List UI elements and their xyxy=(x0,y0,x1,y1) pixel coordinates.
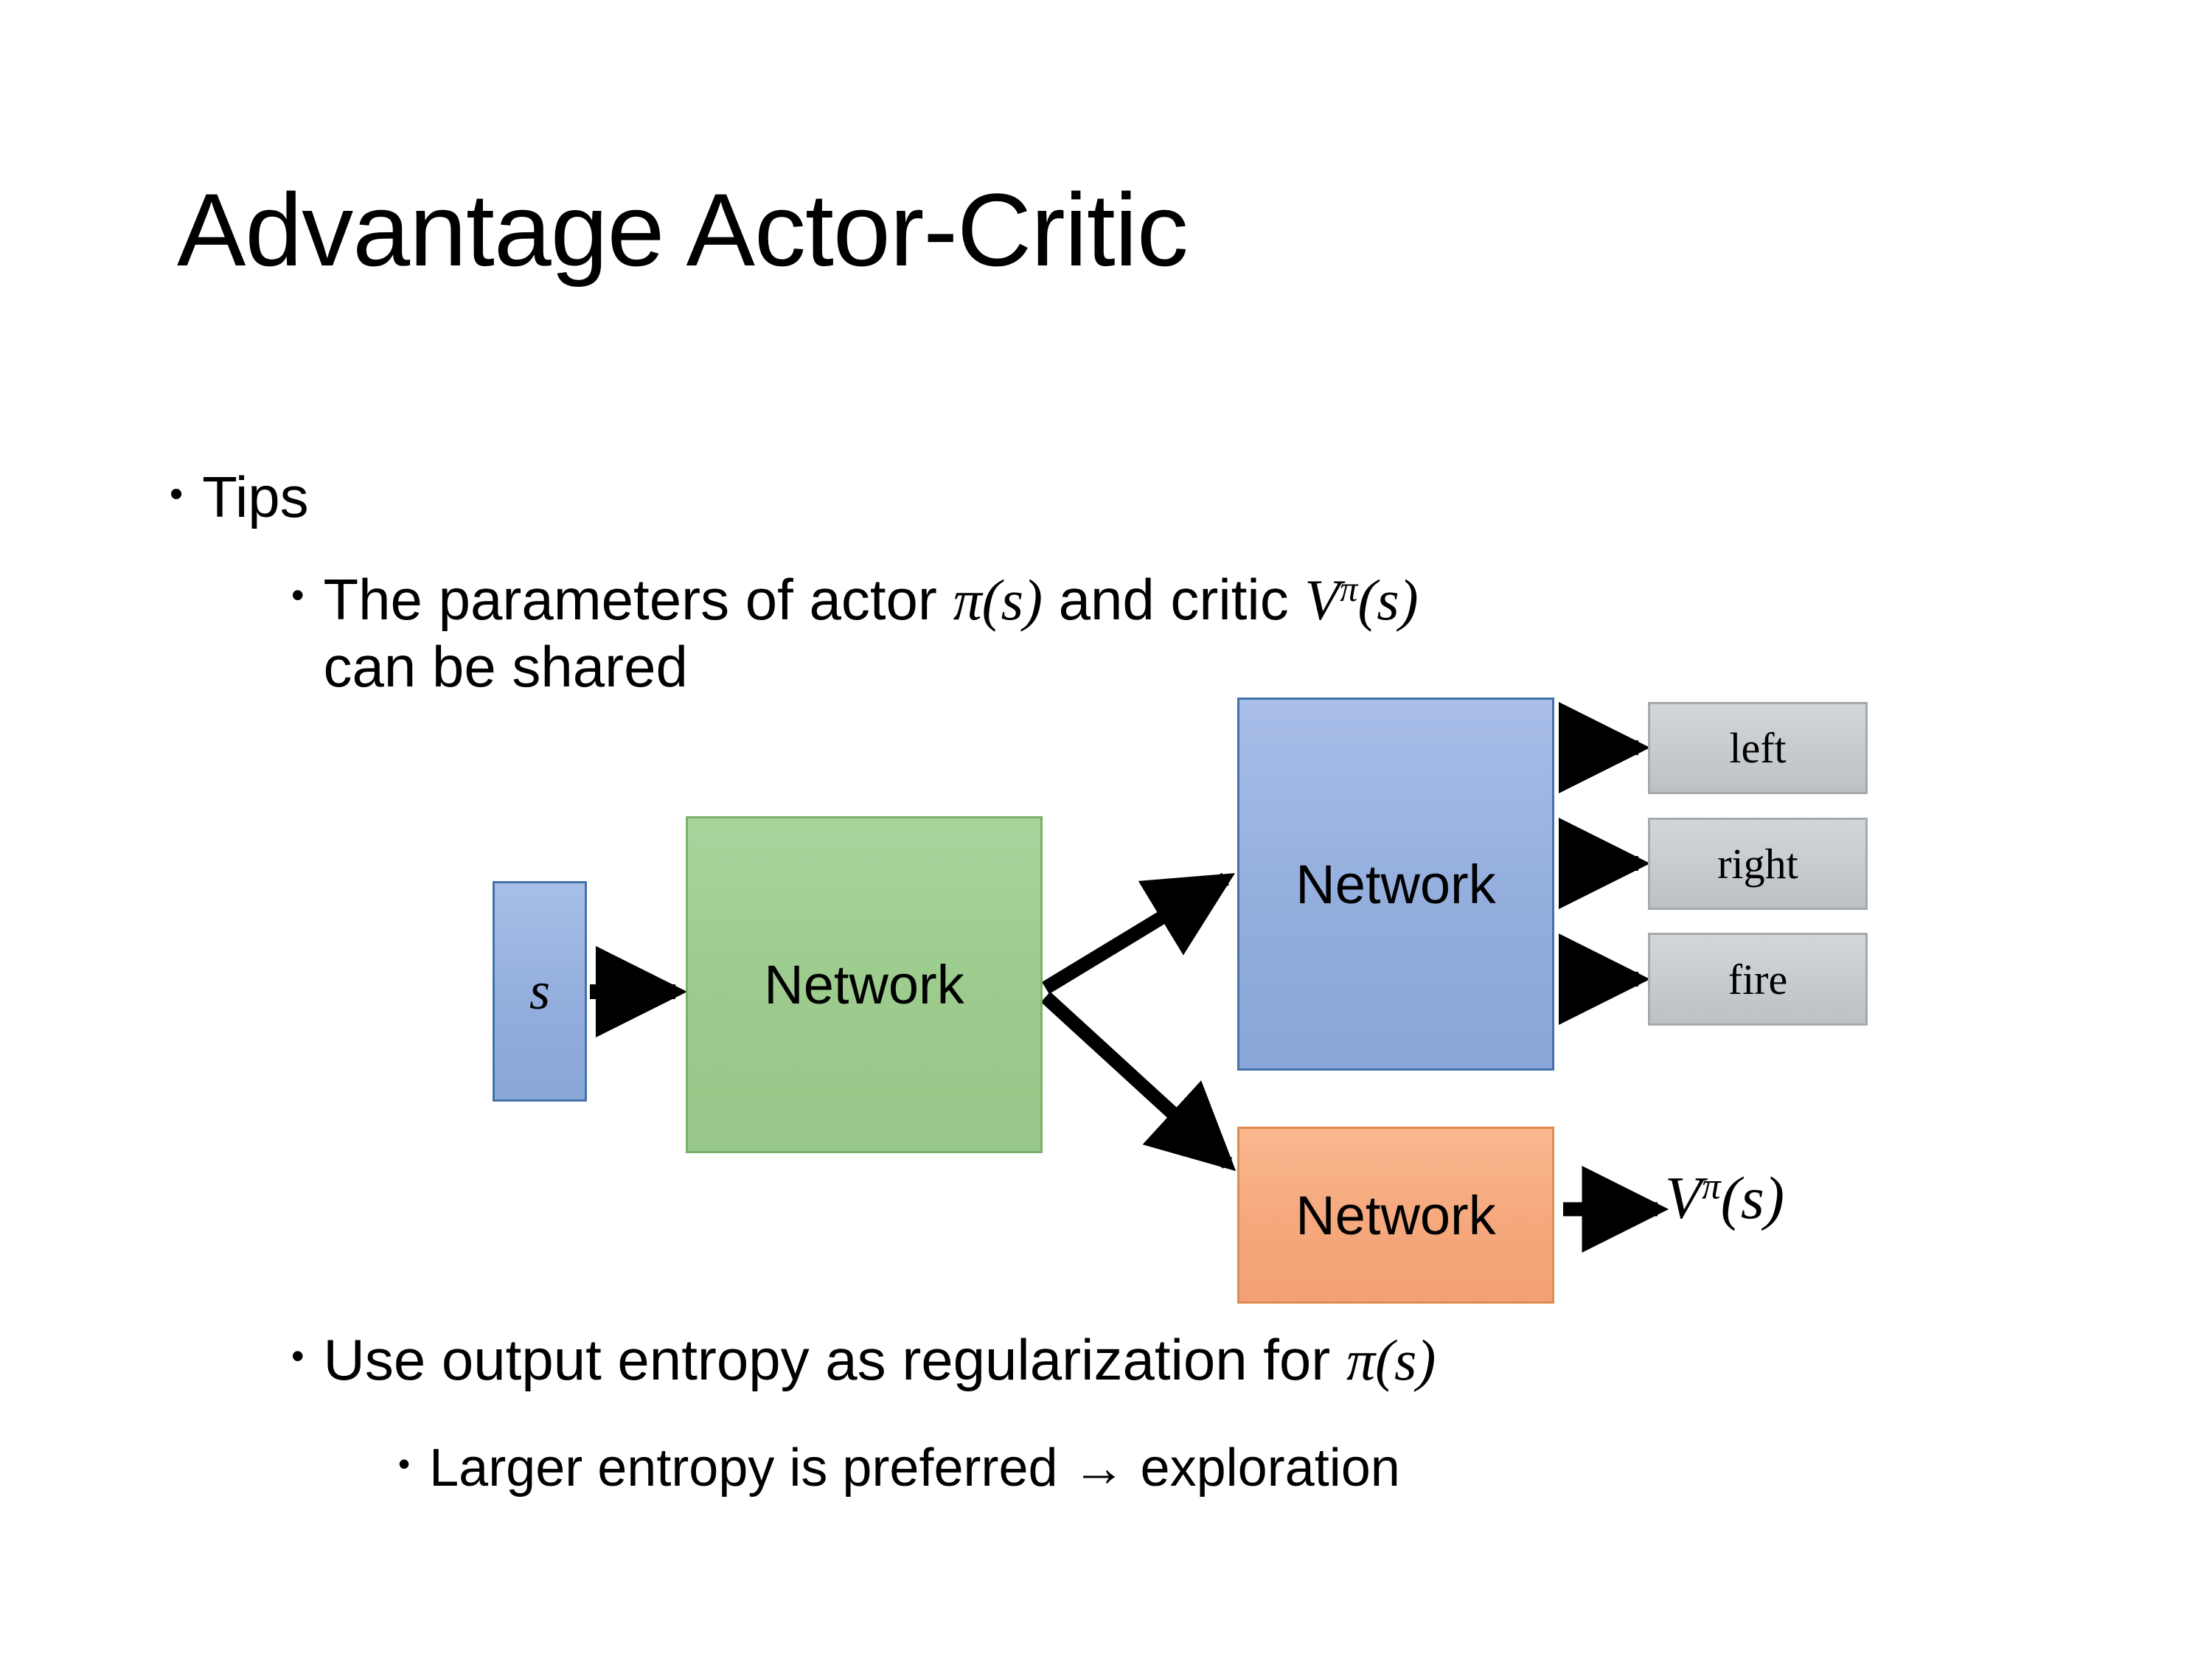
bullet-entropy-regularization: • Use output entropy as regularization f… xyxy=(291,1327,2061,1394)
bullet-larger-entropy: • Larger entropy is preferred → explorat… xyxy=(398,1438,2094,1499)
bullet-marker-icon: • xyxy=(291,574,305,616)
arrow-shared-to-actor xyxy=(1042,872,1235,995)
bullet-marker-icon: • xyxy=(170,473,184,515)
bullet-tips: • Tips xyxy=(170,465,309,530)
value-argument-s: (s) xyxy=(1720,1164,1785,1231)
action-output-fire[interactable]: fire xyxy=(1648,933,1868,1026)
bullet-marker-icon: • xyxy=(291,1335,305,1377)
action-output-left[interactable]: left xyxy=(1648,702,1868,794)
bullet-larger-entropy-label: Larger entropy is preferred → exploratio… xyxy=(429,1439,1400,1498)
math-critic-arg-s: (s) xyxy=(1357,568,1419,632)
bullet-entropy-label: Use output entropy as regularization for… xyxy=(324,1327,2061,1394)
bullet-tips-label: Tips xyxy=(202,465,309,529)
bullet-marker-icon: • xyxy=(398,1444,411,1483)
shared-network-box[interactable]: Network xyxy=(686,816,1043,1153)
math-critic-superscript-pi: π xyxy=(1340,569,1358,609)
math-critic-v: V xyxy=(1304,568,1340,632)
state-input-box[interactable]: s xyxy=(493,881,587,1102)
params-text-line2: can be shared xyxy=(323,634,688,700)
math-actor-pi-s: π(s) xyxy=(953,568,1043,632)
actor-network-box[interactable]: Network xyxy=(1237,698,1554,1071)
page-title: Advantage Actor-Critic xyxy=(177,172,1189,288)
shared-network-label: Network xyxy=(764,954,964,1015)
critic-network-label: Network xyxy=(1295,1184,1496,1246)
value-base-v: V xyxy=(1665,1164,1703,1231)
action-output-right[interactable]: right xyxy=(1648,818,1868,910)
action-output-fire-label: fire xyxy=(1728,955,1788,1004)
bullet-shared-parameters: • The parameters of actor π(s) and criti… xyxy=(291,566,2076,701)
actor-network-label: Network xyxy=(1295,853,1496,915)
params-text-part2: and critic xyxy=(1042,567,1305,632)
value-function-output: Vπ(s) xyxy=(1665,1164,1784,1233)
critic-network-box[interactable]: Network xyxy=(1237,1127,1554,1304)
params-text-part1: The parameters of actor xyxy=(323,567,953,632)
action-output-right-label: right xyxy=(1717,840,1798,888)
bullet-shared-parameters-label: The parameters of actor π(s) and critic … xyxy=(324,566,2076,701)
state-label: s xyxy=(529,961,551,1020)
value-superscript-pi: π xyxy=(1702,1165,1721,1207)
arrow-shared-to-critic xyxy=(1040,991,1237,1172)
math-entropy-pi-s: π(s) xyxy=(1346,1328,1436,1392)
entropy-text-part1: Use output entropy as regularization for xyxy=(323,1327,1346,1392)
action-output-left-label: left xyxy=(1729,724,1787,772)
